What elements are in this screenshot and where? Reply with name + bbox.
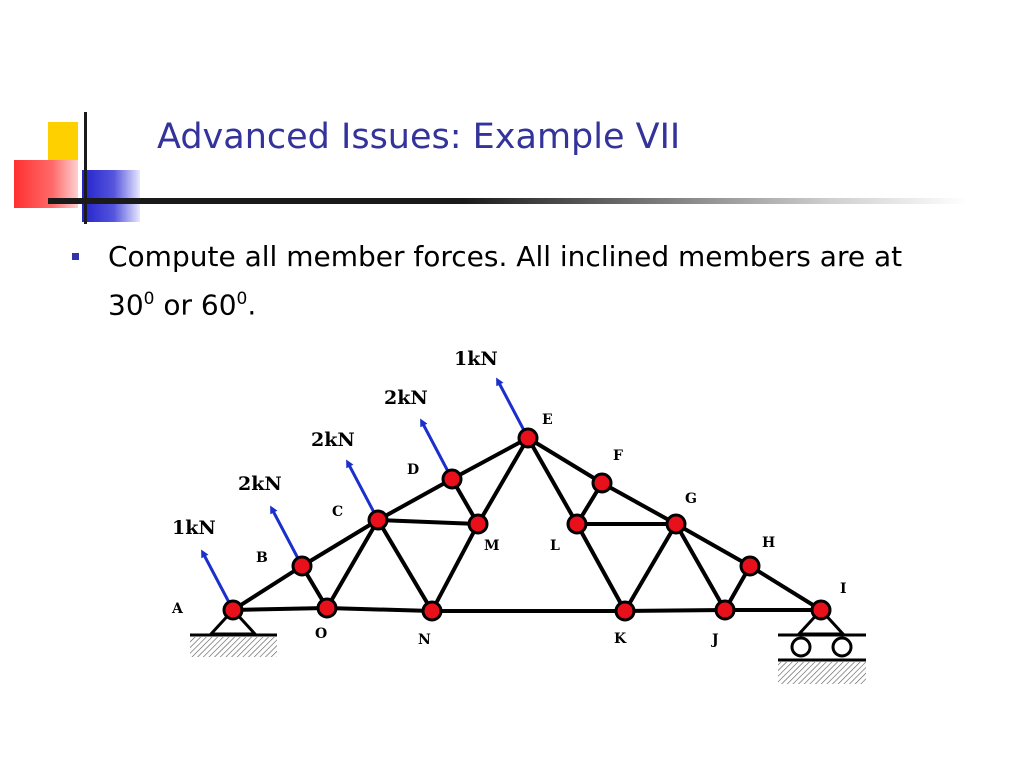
member-d-e	[451, 436, 529, 481]
member-g-j	[674, 523, 727, 611]
title-rule	[48, 198, 968, 204]
roller-support-right	[778, 607, 866, 684]
member-o-n	[326, 606, 433, 613]
member-m-e	[476, 436, 530, 526]
load-arrow-c	[346, 459, 380, 521]
node-n	[421, 600, 443, 622]
node-label-n: N	[418, 632, 431, 648]
bullet-text-or: or 60	[154, 288, 237, 322]
bullet-square-icon	[72, 253, 79, 260]
node-label-c: C	[332, 504, 343, 520]
truss-members	[231, 436, 823, 613]
bullet-sup-30: 0	[143, 289, 155, 309]
node-f	[591, 472, 613, 494]
member-o-c	[325, 518, 380, 610]
load-label-a: 1kN	[172, 517, 216, 539]
bullet-text-main: Compute all member forces. All inclined …	[108, 240, 903, 273]
node-label-b: B	[256, 550, 268, 566]
bullet-text-30: 30	[108, 288, 144, 322]
node-label-h: H	[762, 535, 775, 551]
member-e-f	[526, 436, 604, 485]
member-n-m	[430, 523, 480, 612]
node-c	[367, 509, 389, 531]
member-g-h	[675, 522, 751, 568]
member-k-j	[624, 608, 726, 613]
deco-vertical-line	[84, 112, 87, 224]
node-label-i: I	[840, 581, 847, 597]
member-l-k	[575, 523, 627, 612]
deco-blue-square	[82, 170, 140, 222]
member-h-i	[748, 564, 823, 612]
member-e-l	[526, 437, 579, 525]
pin-support-left	[190, 607, 277, 657]
node-l	[566, 513, 588, 535]
load-label-b: 2kN	[238, 473, 282, 495]
node-g	[665, 513, 687, 535]
node-d	[441, 468, 463, 490]
member-a-b	[231, 564, 304, 612]
member-f-g	[601, 481, 677, 526]
node-e	[517, 427, 539, 449]
node-h	[739, 555, 761, 577]
member-c-n	[376, 518, 434, 613]
node-label-k: K	[614, 631, 627, 647]
member-k-g	[623, 522, 678, 613]
node-label-l: L	[550, 538, 560, 554]
member-a-o	[232, 606, 328, 612]
load-arrow-d	[420, 418, 454, 480]
node-label-e: E	[542, 412, 553, 428]
slide-title: Advanced Issues: Example VII	[157, 117, 681, 157]
node-label-m: M	[484, 538, 500, 554]
load-label-c: 2kN	[311, 429, 355, 451]
node-i	[810, 599, 832, 621]
node-label-a: A	[171, 601, 184, 617]
truss-nodes	[222, 427, 832, 622]
node-k	[614, 600, 636, 622]
bullet-text-end: .	[247, 288, 257, 322]
node-m	[467, 513, 489, 535]
load-label-d: 2kN	[384, 387, 428, 409]
node-label-d: D	[407, 462, 419, 478]
load-arrows	[201, 377, 530, 611]
bullet-sup-60: 0	[236, 289, 248, 309]
deco-yellow-square	[48, 122, 78, 162]
member-c-m	[377, 518, 479, 526]
node-a	[222, 599, 244, 621]
load-label-e: 1kN	[454, 348, 498, 370]
member-c-d	[377, 477, 453, 522]
bullet-text: Compute all member forces. All inclined …	[108, 236, 988, 326]
load-arrow-a	[201, 549, 235, 611]
node-j	[714, 599, 736, 621]
node-label-o: O	[315, 626, 327, 642]
load-arrow-b	[270, 505, 304, 567]
node-label-f: F	[613, 448, 623, 464]
node-b	[291, 555, 313, 577]
member-b-c	[300, 518, 380, 568]
node-label-j: J	[710, 632, 719, 648]
load-arrow-e	[496, 377, 530, 439]
node-o	[316, 597, 338, 619]
node-label-g: G	[685, 491, 697, 507]
